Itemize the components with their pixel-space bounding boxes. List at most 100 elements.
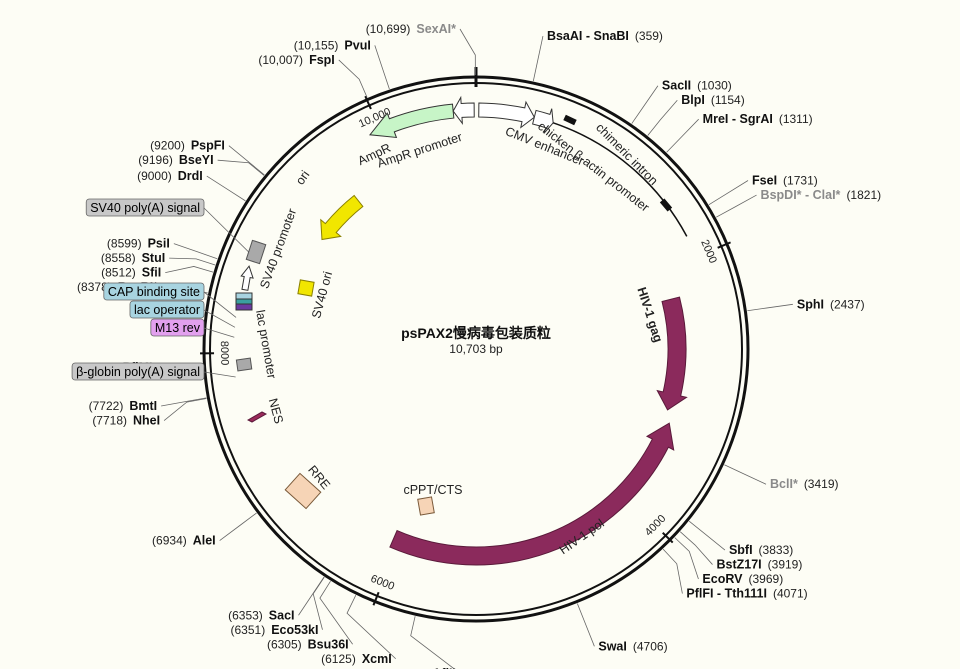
site-position: (4706)	[633, 639, 668, 653]
rre-block[interactable]	[284, 472, 322, 510]
site-blpi[interactable]: BlpI(1154)	[681, 93, 744, 107]
site-saci[interactable]: SacI (6353)	[228, 608, 294, 622]
site-aflii[interactable]: AflII(5733)	[392, 666, 456, 669]
site-bsu36i[interactable]: Bsu36I(6305)	[267, 637, 349, 651]
site-position: (6353)	[228, 608, 263, 622]
site-alei[interactable]: AleI(6934)	[152, 534, 216, 548]
site-sacii[interactable]: SacII(1030)	[662, 79, 732, 93]
site-leader-sphi	[747, 303, 793, 312]
cppt-cts-block[interactable]	[417, 496, 435, 516]
site-position: (10,007)	[258, 53, 303, 67]
site-bmti[interactable]: BmtI(7722)	[89, 399, 157, 413]
ampr-arrow[interactable]	[369, 103, 455, 139]
site-leader-bmti	[161, 397, 207, 407]
ampr-promoter-arrow[interactable]	[452, 95, 475, 126]
site-bstz17i[interactable]: BstZ17I (3919)	[717, 558, 803, 572]
site-leader-mrei	[666, 118, 699, 153]
site-psii[interactable]: PsiI(8599)	[107, 237, 170, 251]
cppt-cts-label: cPPT/CTS	[403, 483, 462, 497]
lac-operator-callout-box[interactable]	[129, 300, 205, 319]
hiv1-gag-arrow[interactable]	[656, 296, 688, 411]
site-leader-sbfi	[688, 520, 726, 551]
sv40-polya-callout-leader	[203, 207, 253, 257]
plasmid-name: psPAX2慢病毒包装质粒	[401, 325, 551, 341]
site-swai[interactable]: SwaI (4706)	[598, 639, 667, 653]
site-bseyi[interactable]: BseYI(9196)	[138, 153, 213, 167]
site-stui[interactable]: StuI(8558)	[101, 251, 165, 265]
site-name: BclI*	[770, 477, 798, 491]
site-name: PvuI	[344, 38, 370, 52]
site-pspfi[interactable]: PspFI (9200)	[150, 139, 225, 153]
site-nhei[interactable]: NheI(7718)	[92, 414, 160, 428]
site-leader-bspdi	[716, 194, 757, 218]
site-fspi[interactable]: FspI(10,007)	[258, 53, 334, 67]
site-leader-bsaai	[532, 35, 544, 82]
hiv1-pol-arrow[interactable]	[389, 422, 675, 566]
site-leader-fsei	[708, 180, 749, 206]
site-name: AflII	[432, 666, 456, 669]
m13-rev-callout-leader	[203, 327, 235, 338]
site-leader-fspi	[338, 59, 368, 98]
nes-arrow[interactable]	[246, 411, 268, 423]
site-name: DrdI	[178, 169, 203, 183]
site-ecorv[interactable]: EcoRV(3969)	[702, 572, 783, 586]
chicken-beta-actin-promoter-arrow[interactable]	[532, 108, 554, 134]
site-sbfi[interactable]: SbfI(3833)	[729, 543, 793, 557]
m13-rev-block[interactable]	[235, 303, 253, 311]
site-position: (9000)	[137, 169, 172, 183]
site-xcmi[interactable]: XcmI(6125)	[321, 652, 392, 666]
site-name: SacI	[269, 608, 295, 622]
sv40-polya-callout-box[interactable]	[85, 198, 205, 217]
site-name: Eco53kI	[271, 623, 318, 637]
site-position: (9200)	[150, 139, 185, 153]
site-name: SfiI	[142, 266, 161, 280]
ori-arrow[interactable]	[320, 194, 364, 241]
site-position: (7718)	[92, 414, 127, 428]
site-fsei[interactable]: FseI(1731)	[752, 173, 818, 187]
site-position: (1311)	[779, 112, 813, 126]
site-bsaai[interactable]: BsaAI - SnaBI(359)	[547, 29, 663, 43]
site-pflfi[interactable]: PflFI - Tth111I (4071)	[686, 587, 807, 601]
site-name: BlpI	[681, 93, 705, 107]
site-position: (8378)	[77, 280, 112, 294]
tick-mark	[717, 241, 731, 249]
sv40-promoter-arrow[interactable]	[239, 265, 255, 291]
site-name: PflFI - Tth111I	[686, 587, 767, 601]
site-leader-drdi	[206, 175, 246, 202]
lac-operator-block[interactable]	[235, 298, 253, 305]
site-leader-swai	[576, 603, 595, 647]
beta-globin-callout-leader	[203, 371, 236, 378]
beta-globin-polya-block[interactable]	[235, 357, 253, 372]
site-position: (3833)	[759, 543, 794, 557]
chimeric-intron-start-marker	[563, 114, 577, 126]
site-name: StuI	[142, 251, 166, 265]
site-name: BsaAI - SnaBI	[547, 29, 629, 43]
site-pvui[interactable]: PvuI(10,155)	[294, 38, 371, 52]
site-bcli[interactable]: BclI*(3419)	[770, 477, 838, 491]
site-drdi[interactable]: DrdI (9000)	[137, 169, 203, 183]
cap-binding-site-block[interactable]	[235, 292, 253, 300]
beta-globin-callout-box[interactable]	[71, 362, 205, 381]
site-sexai[interactable]: SexAI*(10,699)	[366, 22, 456, 36]
site-mrei[interactable]: MreI - SgrAI(1311)	[703, 112, 813, 126]
site-name: FseI	[752, 173, 777, 187]
chimeric-intron-marker[interactable]	[552, 122, 688, 237]
sv40-polya-block[interactable]	[245, 239, 267, 265]
site-position: (3919)	[768, 558, 803, 572]
cmv-enhancer-arrow[interactable]	[478, 100, 535, 129]
site-leader-pvui	[374, 45, 390, 90]
lac-operator-callout-leader	[203, 309, 236, 328]
site-name: BspDI* - ClaI*	[761, 188, 841, 202]
site-eco53ki[interactable]: Eco53kI(6351)	[231, 623, 319, 637]
m13-rev-callout-box[interactable]	[150, 318, 205, 337]
site-name: PspFI	[191, 139, 225, 153]
site-leader-blpi	[647, 99, 678, 136]
site-sphi[interactable]: SphI(2437)	[797, 297, 865, 311]
site-sfii[interactable]: SfiI(8512)	[101, 266, 161, 280]
site-position: (4071)	[773, 587, 808, 601]
site-bspdi[interactable]: BspDI* - ClaI*(1821)	[761, 188, 882, 202]
sv40-ori-block[interactable]	[297, 279, 315, 297]
cap-binding-callout-box[interactable]	[103, 282, 205, 301]
site-name: SwaI	[598, 639, 627, 653]
site-name: BstZ17I	[717, 558, 762, 572]
